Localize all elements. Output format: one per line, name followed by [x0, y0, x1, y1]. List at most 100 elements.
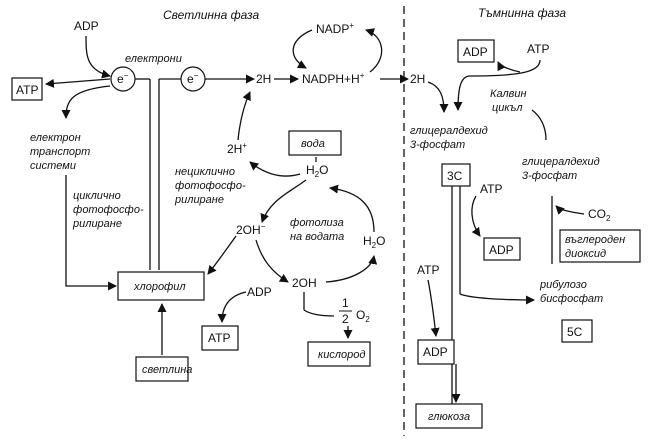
electron-to-atp-arrow — [45, 78, 111, 88]
noncyclic-line-3: рилиране — [174, 194, 224, 206]
h2o-right: H — [363, 234, 372, 248]
svg-text:e−: e− — [117, 71, 129, 86]
adp-dark-bottom: ADP — [423, 345, 448, 359]
nadph-label: NADPH+H — [302, 72, 360, 86]
g3p-right-up — [531, 109, 547, 141]
atp-to-adp-mid-arrow — [471, 195, 481, 237]
atp-box-left — [11, 77, 43, 101]
calvin-line-2: цикъл — [492, 102, 523, 114]
svg-text:H2O: H2O — [306, 163, 328, 179]
light-phase-title: Светлинна фаза — [163, 8, 259, 22]
h2-plus-label: 2H — [227, 142, 242, 156]
h2-dark-label: 2H — [410, 72, 425, 86]
g3p-left-2: 3-фосфат — [410, 139, 465, 151]
svg-text:O2: O2 — [356, 308, 370, 324]
adp-bottom: ADP — [247, 285, 272, 299]
electron-label-1: e — [117, 72, 124, 86]
chlorophyll-box — [117, 271, 205, 301]
atp-to-adp-top-arrow — [497, 61, 521, 73]
c3-label: 3C — [447, 169, 463, 183]
atp-dark-bottom: ATP — [417, 263, 439, 277]
half-num: 1 — [342, 296, 349, 310]
oxygen-box — [307, 341, 371, 367]
etc-line-2: транспорт — [30, 146, 90, 158]
g3p-right-2: 3-фосфат — [522, 170, 577, 182]
cyclic-line-1: циклично — [73, 190, 121, 202]
atp-dark-top: ATP — [527, 42, 549, 56]
nadph-to-nadp-arrow — [365, 28, 383, 73]
light-label: светлина — [142, 364, 192, 376]
svg-text:2OH−: 2OH− — [236, 222, 266, 237]
cyclic-arrow — [65, 175, 117, 291]
chlorophyll-label: хлорофил — [133, 281, 186, 293]
atp-top-arrow — [453, 59, 541, 111]
glucose-label: глюкоза — [428, 411, 470, 423]
adp-top-left: ADP — [74, 19, 99, 33]
atp-to-adp-bottom-arrow — [427, 279, 440, 337]
c3-to-rubp-arrow — [459, 293, 535, 305]
h2o-to-h2plus-arrow — [249, 161, 301, 177]
2oh-label: 2OH — [292, 276, 317, 290]
g3p-left-1: глицералдехид — [410, 125, 488, 137]
noncyclic-line-2: фотофосфо- — [175, 180, 246, 192]
calvin-line-1: Калвин — [490, 88, 527, 100]
adp-dark-top: ADP — [463, 45, 488, 59]
g3p-right-1: глицералдехид — [522, 156, 600, 168]
o2-connector — [303, 309, 335, 317]
adp-to-atp-bottom-arrow — [217, 291, 247, 323]
h2o-to-oh-arrow — [260, 179, 307, 223]
nadp-label: NADP — [316, 22, 349, 36]
oh-to-chlorophyll-arrow — [207, 235, 237, 275]
oh-minus-label: 2OH — [236, 223, 261, 237]
atp-bottom-label: ATP — [208, 331, 230, 345]
o2-label: O — [356, 308, 365, 322]
adp-box-dark-bottom — [417, 339, 455, 365]
svg-text:e−: e− — [187, 71, 199, 86]
svg-text:CO2: CO2 — [588, 207, 611, 223]
rubp-line-2: бисфосфат — [540, 293, 603, 305]
etc-line-1: електрон — [30, 132, 81, 144]
adp-to-electron-arrow — [85, 35, 111, 79]
electron-label-2: e — [187, 72, 194, 86]
noncyclic-line-1: нециклично — [175, 166, 235, 178]
svg-text:NADP+: NADP+ — [316, 21, 354, 36]
c5-label: 5C — [567, 325, 583, 339]
adp-box-dark-mid — [483, 237, 521, 261]
c5-box — [561, 319, 593, 343]
atp-left-label: ATP — [16, 83, 38, 97]
electron-to-etc-arrow — [61, 85, 111, 119]
atp-box-bottom — [201, 325, 239, 351]
h2o-center: H — [306, 163, 315, 177]
svg-text:2H+: 2H+ — [227, 141, 247, 156]
co2-label: CO — [588, 207, 606, 221]
svg-text:H2O: H2O — [363, 234, 385, 250]
co2-arrow — [555, 205, 585, 215]
rubp-line-1: рибулозо — [539, 279, 587, 291]
adp-dark-mid: ADP — [489, 243, 514, 257]
half-den: 2 — [342, 312, 349, 326]
dark-phase-title: Тъмнинна фаза — [478, 6, 566, 20]
h2plus-to-2h-arrow — [237, 91, 251, 141]
cyclic-line-3: рилиране — [72, 218, 122, 230]
co2-box-line-2: диоксид — [565, 248, 606, 260]
2oh-to-h2o-arrow — [325, 255, 378, 283]
water-label: вода — [301, 138, 325, 150]
electrons-label: електрони — [125, 53, 182, 65]
oh-to-2oh-arrow — [255, 239, 289, 283]
co2-box — [559, 229, 641, 263]
etc-line-3: системи — [30, 160, 76, 172]
h2o-recycle-arrow — [329, 184, 375, 233]
light-box — [135, 356, 189, 382]
nadp-to-nadph-arrow — [292, 29, 313, 69]
photolysis-line-2: на водата — [290, 231, 344, 243]
co2-box-line-1: въглероден — [565, 234, 625, 246]
h2-label: 2H — [256, 72, 271, 86]
adp-box-dark-top — [457, 39, 495, 63]
atp-dark-mid: ATP — [480, 182, 502, 196]
svg-text:NADPH+H+: NADPH+H+ — [302, 71, 365, 86]
photolysis-line-1: фотолиза — [290, 217, 344, 229]
water-box — [288, 130, 342, 156]
cyclic-line-2: фотофосфо- — [73, 204, 144, 216]
